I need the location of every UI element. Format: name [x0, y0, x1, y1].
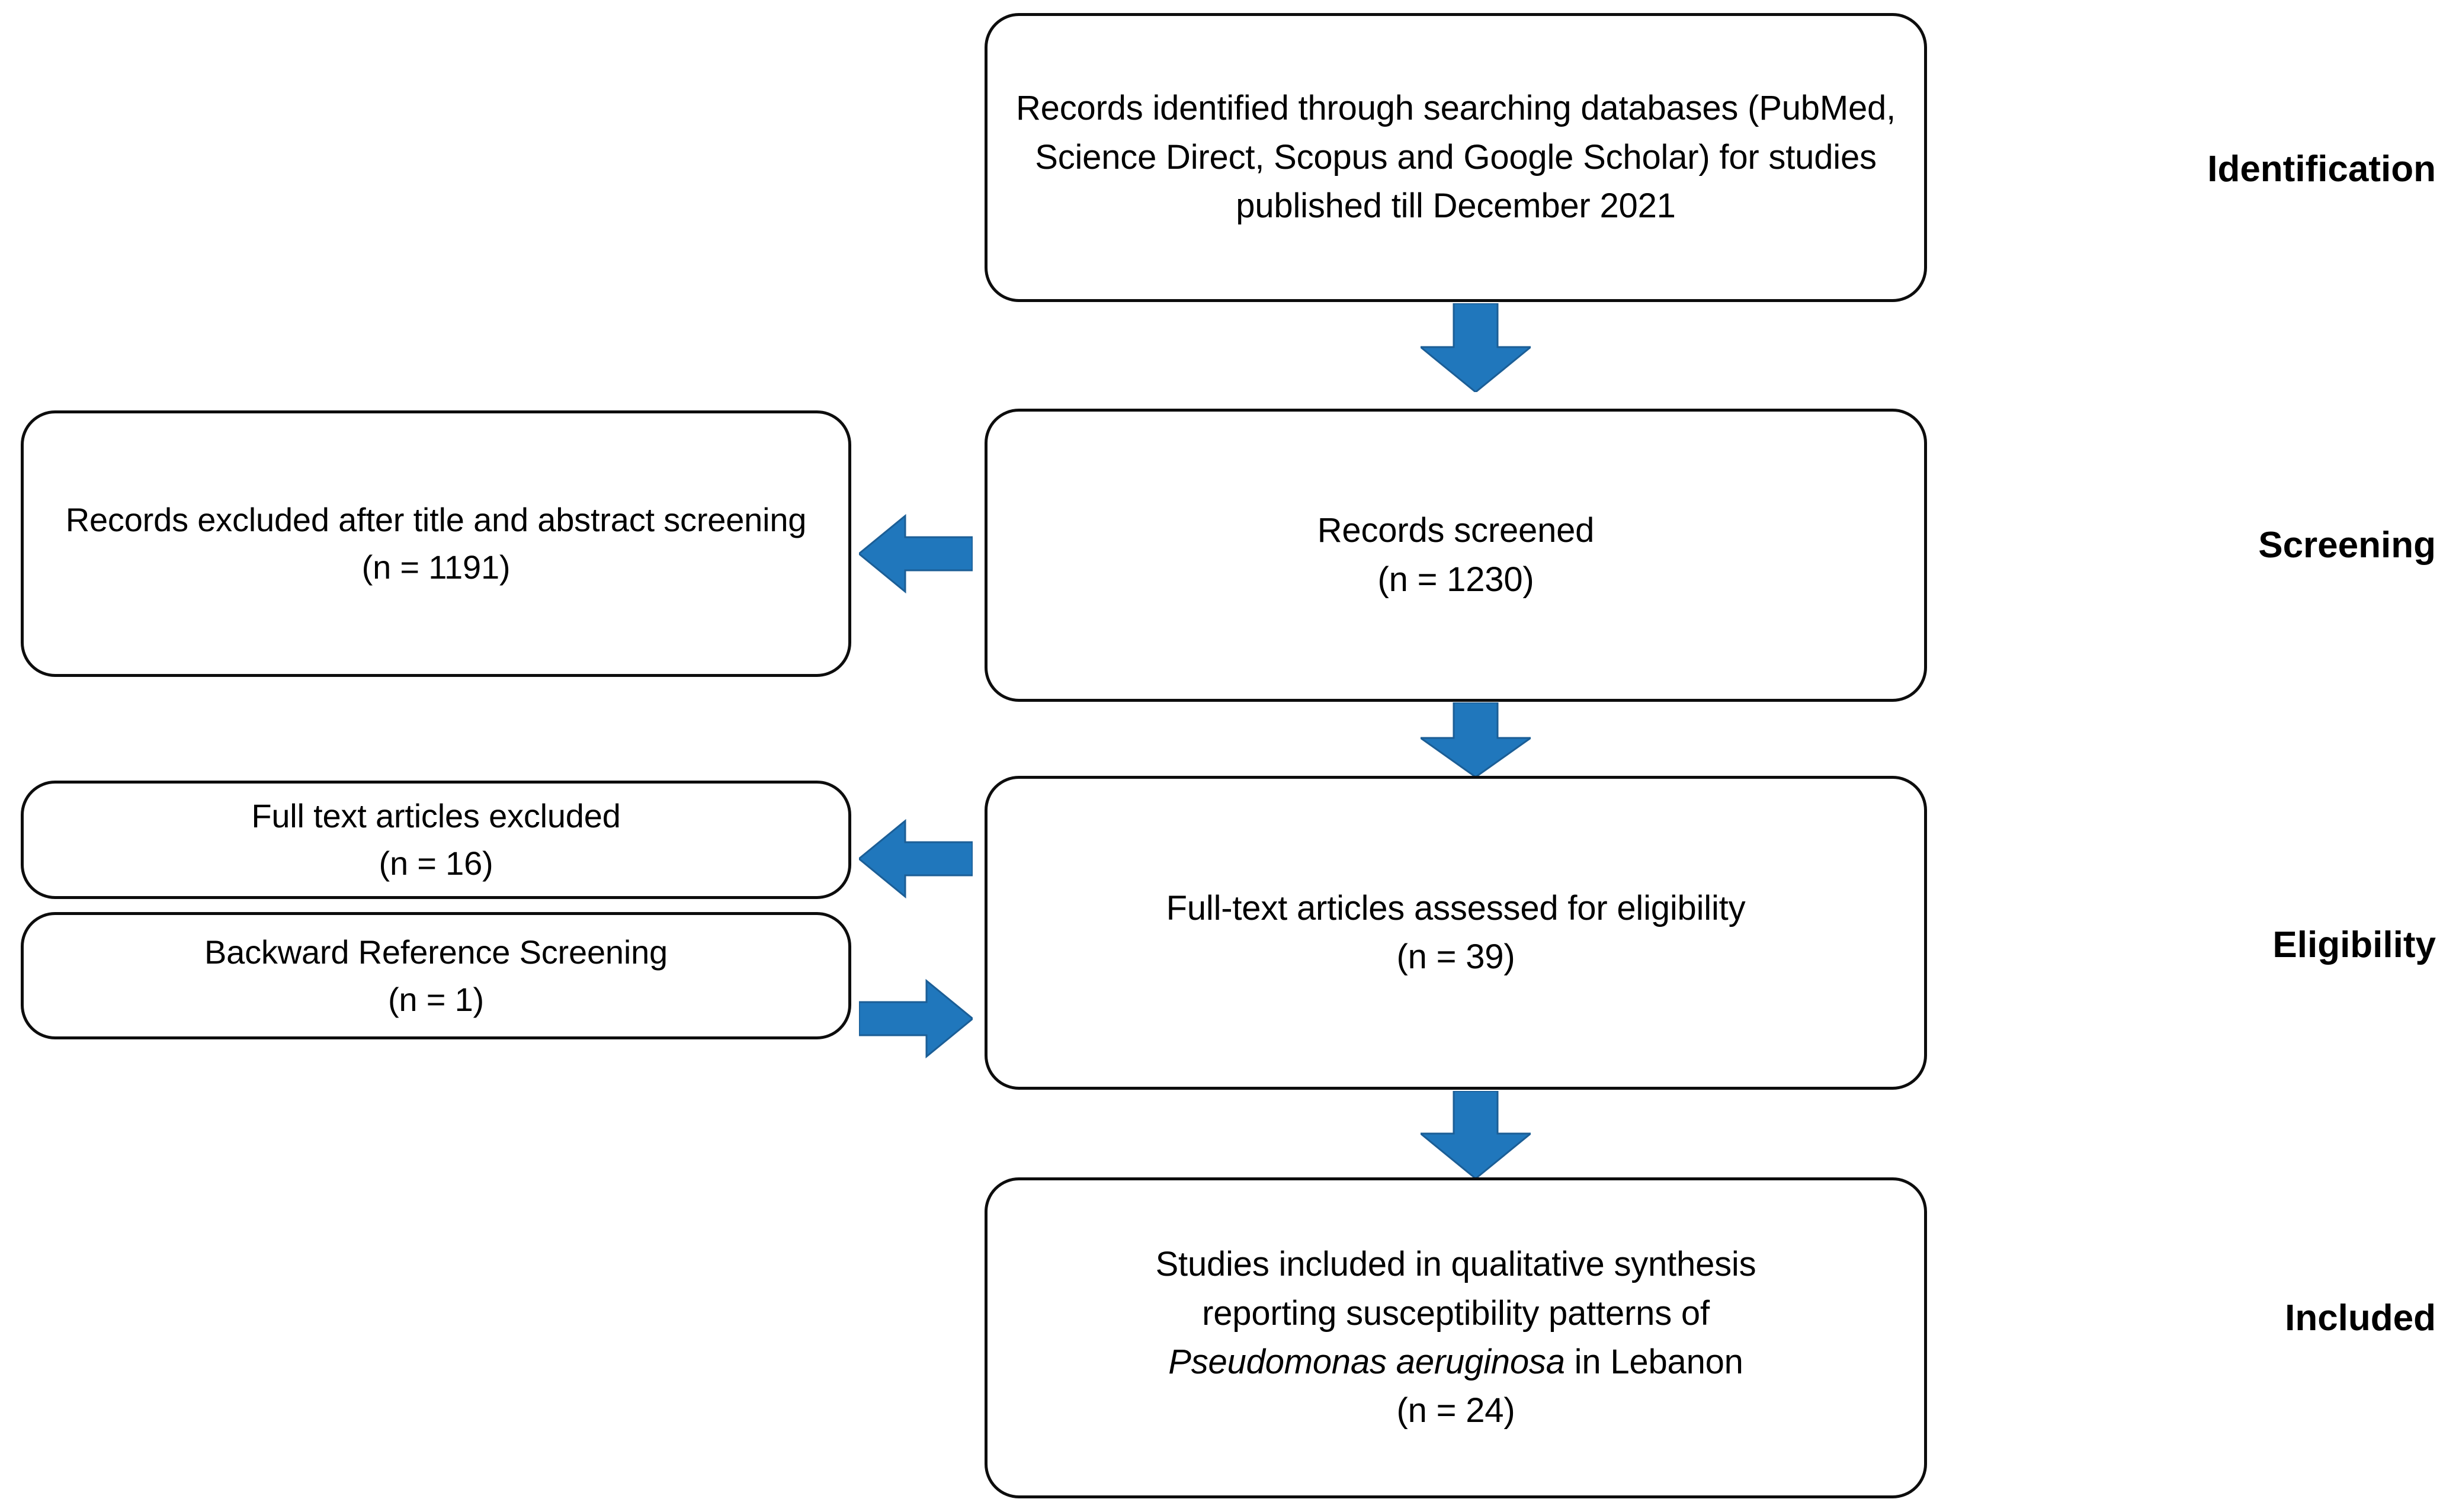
node-studies-included-line2: reporting susceptibility patterns of — [1202, 1293, 1710, 1333]
node-fulltext-excluded-count: (n = 16) — [379, 845, 493, 882]
node-studies-included-location: in Lebanon — [1564, 1343, 1743, 1381]
node-records-excluded-title-abstract: Records excluded after title and abstrac… — [21, 410, 851, 677]
node-records-screened-line1: Records screened — [1317, 511, 1595, 550]
node-records-screened: Records screened (n = 1230) — [985, 409, 1927, 702]
node-records-excluded-title-abstract-text: Records excluded after title and abstrac… — [44, 496, 828, 590]
node-records-excluded-title-abstract-count: (n = 1191) — [361, 548, 511, 586]
node-backward-reference-screening-text: Backward Reference Screening (n = 1) — [44, 929, 828, 1023]
node-studies-included-count: (n = 24) — [1396, 1391, 1515, 1430]
stage-label-included: Included — [2285, 1298, 2436, 1338]
arrow-fulltext-to-included-icon — [1421, 1091, 1531, 1179]
node-fulltext-excluded-line1: Full text articles excluded — [251, 797, 621, 835]
node-fulltext-assessed-line1: Full-text articles assessed for eligibil… — [1166, 888, 1746, 927]
stage-label-screening: Screening — [2258, 525, 2436, 566]
arrow-screened-to-fulltext-icon — [1421, 702, 1531, 777]
node-backward-reference-screening: Backward Reference Screening (n = 1) — [21, 912, 851, 1039]
node-studies-included-line1: Studies included in qualitative synthesi… — [1155, 1245, 1756, 1284]
node-backward-reference-screening-count: (n = 1) — [387, 980, 484, 1018]
node-fulltext-excluded-text: Full text articles excluded (n = 16) — [44, 792, 828, 887]
arrow-backward-to-fulltext-icon — [859, 977, 973, 1060]
node-records-identified: Records identified through searching dat… — [985, 13, 1927, 302]
node-records-screened-count: (n = 1230) — [1377, 560, 1534, 599]
node-records-screened-text: Records screened (n = 1230) — [1008, 506, 1904, 604]
node-fulltext-assessed: Full-text articles assessed for eligibil… — [985, 776, 1927, 1090]
arrow-identified-to-screened-icon — [1421, 303, 1531, 392]
stage-label-eligibility: Eligibility — [2272, 924, 2436, 965]
node-studies-included-text: Studies included in qualitative synthesi… — [1008, 1240, 1904, 1435]
node-records-excluded-title-abstract-line1: Records excluded after title and abstrac… — [65, 501, 807, 539]
arrow-fulltext-to-excluded-icon — [859, 817, 973, 900]
node-studies-included: Studies included in qualitative synthesi… — [985, 1177, 1927, 1498]
node-fulltext-assessed-text: Full-text articles assessed for eligibil… — [1008, 884, 1904, 982]
node-fulltext-excluded: Full text articles excluded (n = 16) — [21, 781, 851, 899]
node-records-identified-text: Records identified through searching dat… — [1015, 89, 1896, 226]
node-fulltext-assessed-count: (n = 39) — [1396, 938, 1515, 976]
node-backward-reference-screening-line1: Backward Reference Screening — [204, 933, 668, 971]
node-studies-included-species: Pseudomonas aeruginosa — [1168, 1343, 1565, 1381]
arrow-screened-to-excluded-icon — [859, 512, 973, 595]
stage-label-identification: Identification — [2207, 149, 2436, 190]
